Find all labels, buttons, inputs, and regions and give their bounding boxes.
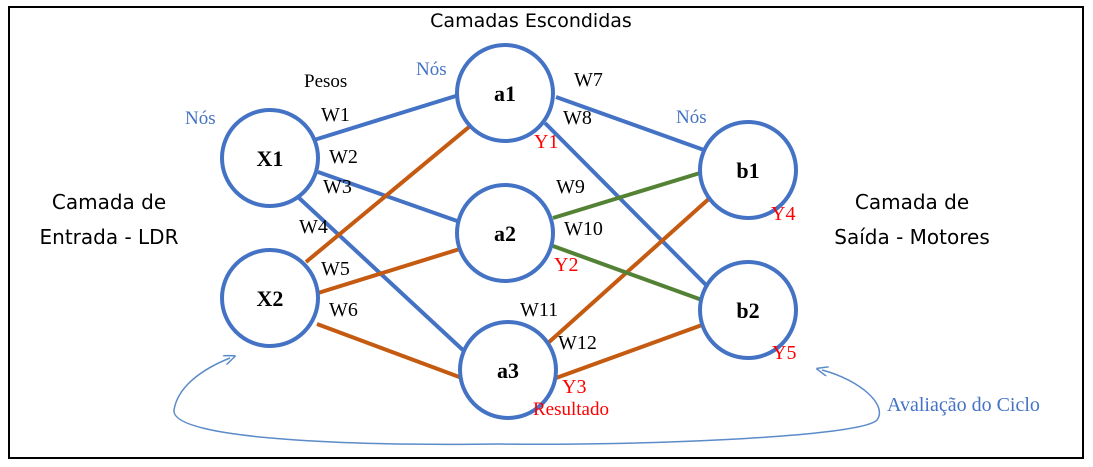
node-b2 — [698, 260, 798, 360]
output-y4: Y4 — [771, 203, 795, 225]
edge-x2-a3 — [316, 322, 463, 380]
node-b1 — [698, 120, 798, 220]
weight-w3: W3 — [323, 176, 352, 198]
node-a3 — [458, 320, 558, 420]
output-y1: Y1 — [534, 131, 558, 153]
edge-a3-b2 — [555, 323, 703, 380]
nos-output-label: Nós — [676, 107, 707, 128]
output-y3: Y3 — [562, 376, 586, 398]
node-x1 — [220, 108, 320, 208]
cycle-label: Avaliação do Ciclo — [887, 394, 1040, 416]
edge-x2-a2 — [317, 246, 464, 295]
edge-x1-a1 — [313, 93, 460, 142]
nos-input-label: Nós — [185, 108, 216, 129]
edge-x1-a2 — [317, 170, 461, 224]
node-x2 — [220, 248, 320, 348]
edge-a1-b1 — [555, 95, 705, 152]
output-layer-label-line1: Camada de — [855, 190, 969, 214]
nodes — [220, 43, 798, 420]
node-label-b2: b2 — [736, 298, 759, 323]
node-label-a3: a3 — [497, 358, 519, 383]
node-label-a2: a2 — [494, 221, 516, 246]
node-label-b1: b1 — [736, 158, 759, 183]
edge-a2-b2 — [552, 244, 703, 302]
weight-w11: W11 — [520, 299, 558, 321]
edge-a2-b1 — [552, 171, 701, 220]
node-label-x1: X1 — [257, 146, 284, 171]
node-label-a1: a1 — [494, 81, 516, 106]
weight-w10: W10 — [564, 218, 603, 240]
weight-w7: W7 — [574, 69, 603, 91]
output-y2: Y2 — [554, 254, 578, 276]
edge-x2-a1 — [304, 120, 477, 264]
weight-w6: W6 — [329, 299, 358, 321]
weight-w5: W5 — [321, 258, 350, 280]
pesos-label: Pesos — [304, 71, 347, 92]
node-a1 — [455, 43, 555, 143]
node-label-x2: X2 — [257, 286, 284, 311]
resultado-label: Resultado — [533, 399, 609, 420]
weight-w2: W2 — [329, 146, 358, 168]
hidden-layers-title: Camadas Escondidas — [430, 10, 632, 32]
input-layer-label-line1: Camada de — [52, 190, 166, 214]
node-a2 — [455, 183, 555, 283]
nos-hidden-label: Nós — [416, 59, 447, 80]
input-layer-label-line2: Entrada - LDR — [40, 225, 179, 249]
weight-w4: W4 — [299, 216, 328, 238]
edge-a1-b2 — [543, 121, 715, 294]
output-layer-label-line2: Saída - Motores — [834, 225, 989, 249]
cycle-arrow-right — [499, 370, 880, 446]
cycle-arrow-left — [173, 358, 501, 446]
output-y5: Y5 — [772, 342, 796, 364]
weight-w8: W8 — [563, 107, 592, 129]
edges — [296, 93, 715, 380]
weight-w12: W12 — [558, 332, 597, 354]
weight-w1: W1 — [321, 104, 350, 126]
edge-a3-b1 — [546, 194, 714, 345]
weight-w9: W9 — [556, 176, 585, 198]
